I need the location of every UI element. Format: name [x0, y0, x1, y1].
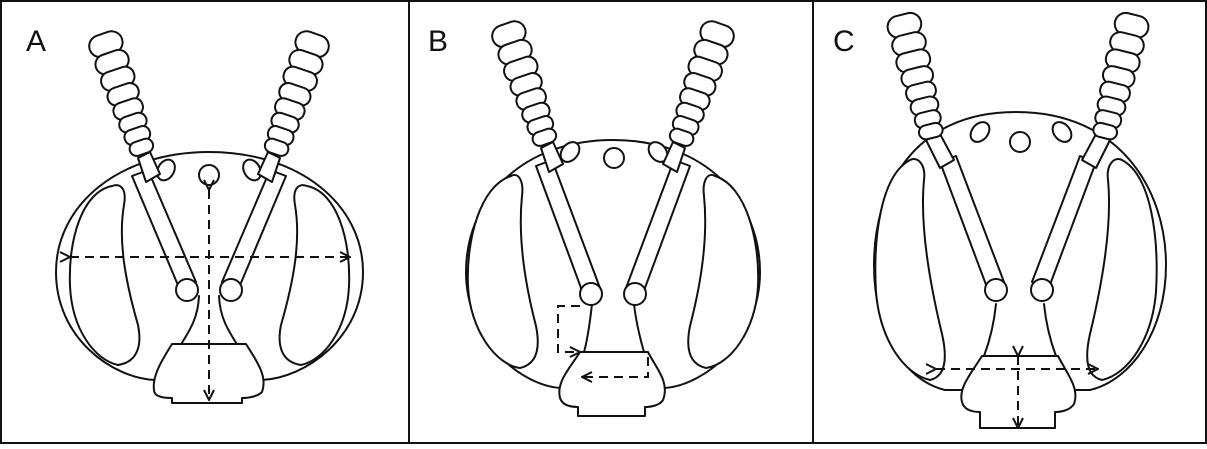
clypeus: [559, 352, 665, 416]
panel-label-a: A: [26, 25, 46, 58]
median-ocellus: [604, 148, 624, 168]
panel-b: B: [428, 18, 760, 416]
panel-a: A: [26, 25, 363, 403]
median-ocellus: [199, 165, 219, 185]
panel-c: C: [833, 11, 1166, 428]
panel-label-c: C: [833, 25, 855, 58]
panel-label-b: B: [428, 25, 448, 58]
median-ocellus: [1010, 132, 1030, 152]
